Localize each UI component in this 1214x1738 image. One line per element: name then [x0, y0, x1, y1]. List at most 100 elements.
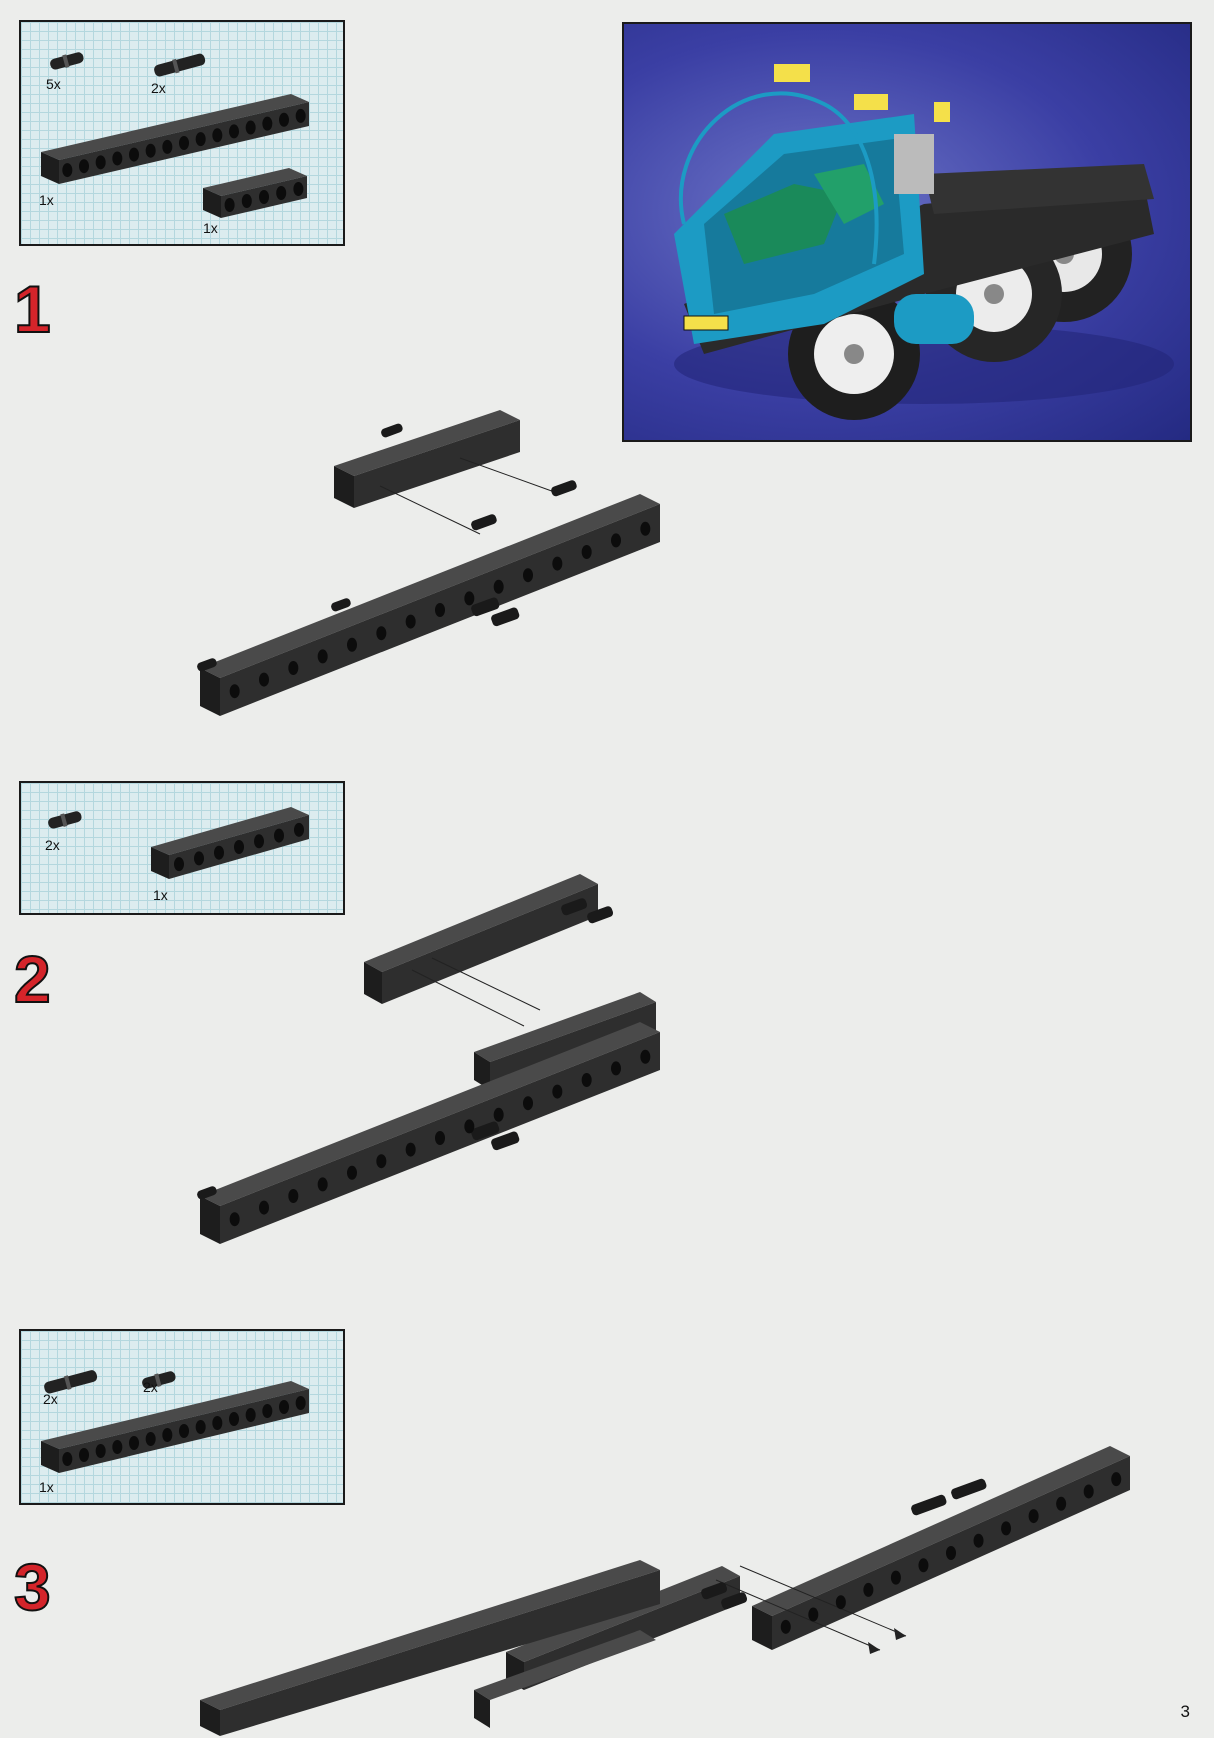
short-pin-part [142, 1371, 176, 1389]
beam-hole [288, 1189, 299, 1203]
step-number-2: 2 [13, 942, 52, 1016]
beam-hole [405, 614, 416, 629]
beam-hole [780, 1619, 791, 1634]
short-pin-part [48, 811, 82, 829]
beam-hole [523, 568, 533, 583]
beam-hole [229, 1412, 239, 1426]
beam-hole [212, 128, 223, 143]
beam-hole [145, 143, 156, 158]
parts-box-step-3: 2x 2x 1x [19, 1329, 345, 1505]
beam-hole [376, 626, 387, 641]
beam-hole [611, 533, 621, 548]
beam-hole [405, 1142, 416, 1157]
page-number: 3 [1180, 1702, 1190, 1721]
beam-hole [262, 1404, 273, 1418]
qty-long-pin: 2x [43, 1391, 58, 1407]
long-pin-part [44, 1370, 98, 1394]
qty-short-pin: 2x [143, 1379, 158, 1395]
beam-hole [234, 840, 244, 854]
beam-hole [174, 857, 184, 872]
beam-hole [376, 1154, 387, 1169]
beam-hole [79, 1448, 89, 1462]
step-1-assembly [197, 410, 660, 716]
beam-hole [229, 124, 239, 139]
beam-hole [347, 1165, 357, 1180]
beam-hole [241, 194, 252, 208]
beam-hole [611, 1061, 621, 1076]
beam-hole [435, 1131, 445, 1145]
beam-hole [317, 649, 328, 664]
parts-box-step-2: 2x 1x [19, 781, 345, 915]
beam-hole [195, 1420, 206, 1434]
beam-hole [493, 1107, 504, 1122]
parts-illustration [41, 52, 309, 218]
beam-hole [162, 1428, 173, 1442]
beam-hole [274, 828, 284, 843]
beam-hole [129, 1436, 139, 1450]
beam-hole [95, 1444, 106, 1458]
beam-hole [254, 834, 264, 849]
beam-hole [229, 1212, 240, 1227]
beam-hole [276, 186, 287, 200]
beam-hole [1056, 1496, 1067, 1511]
beam-hole [1001, 1521, 1012, 1536]
beam-hole [179, 1424, 189, 1438]
beam-hole [1083, 1484, 1094, 1499]
beam-hole [835, 1595, 846, 1610]
beam-hole [79, 159, 89, 174]
beam-hole [640, 521, 651, 536]
parts-illustration [48, 807, 309, 879]
beam-hole [581, 545, 592, 559]
beam-hole [552, 556, 563, 571]
beam-hole [259, 1200, 269, 1215]
beam-hole [347, 637, 357, 652]
qty-beam-16: 1x [39, 192, 54, 208]
model-photo [622, 22, 1192, 442]
long-pin-part [154, 53, 206, 77]
parts-box-step-1: 5x 2x 1x 1x [19, 20, 345, 246]
beam-hole [464, 1119, 475, 1134]
beam-hole [229, 684, 240, 699]
qty-beam-6: 1x [203, 220, 218, 236]
beam-hole [245, 1408, 256, 1422]
beam-hole [946, 1546, 956, 1560]
beam-hole [317, 1177, 328, 1192]
parts-illustration [41, 1370, 309, 1473]
beam-hole [95, 155, 106, 170]
beam-hole [129, 147, 139, 162]
beam-hole [863, 1582, 874, 1597]
beam-hole [640, 1049, 651, 1064]
qty-beam-8: 1x [153, 887, 168, 903]
beam-hole [259, 672, 269, 687]
beam-hole [294, 822, 304, 837]
beam-hole [194, 851, 204, 866]
beam-hole [493, 579, 504, 594]
beam-hole [262, 116, 273, 131]
beam-hole [295, 1396, 306, 1410]
beam-hole [581, 1073, 592, 1087]
beam-hole [435, 603, 445, 617]
qty-short-pin: 2x [45, 837, 60, 853]
beam-hole [214, 845, 224, 860]
beam-hole [259, 190, 269, 204]
beam-hole [179, 136, 189, 150]
beam-hole [464, 591, 475, 606]
qty-beam-16: 1x [39, 1479, 54, 1495]
beam-hole [212, 1416, 223, 1430]
beam-hole [918, 1558, 929, 1573]
beam-hole [1028, 1509, 1039, 1524]
beam-hole [1111, 1472, 1122, 1487]
beam-hole [162, 139, 173, 154]
short-pin-part [50, 52, 84, 70]
beam-hole [293, 182, 304, 196]
beam-hole [279, 112, 289, 127]
beam-hole [552, 1084, 563, 1099]
truck-model-illustration [674, 64, 1174, 420]
beam-8-part [151, 807, 309, 879]
beam-hole [523, 1096, 533, 1111]
beam-hole [62, 1452, 73, 1466]
beam-hole [145, 1432, 156, 1446]
beam-hole [890, 1570, 901, 1585]
